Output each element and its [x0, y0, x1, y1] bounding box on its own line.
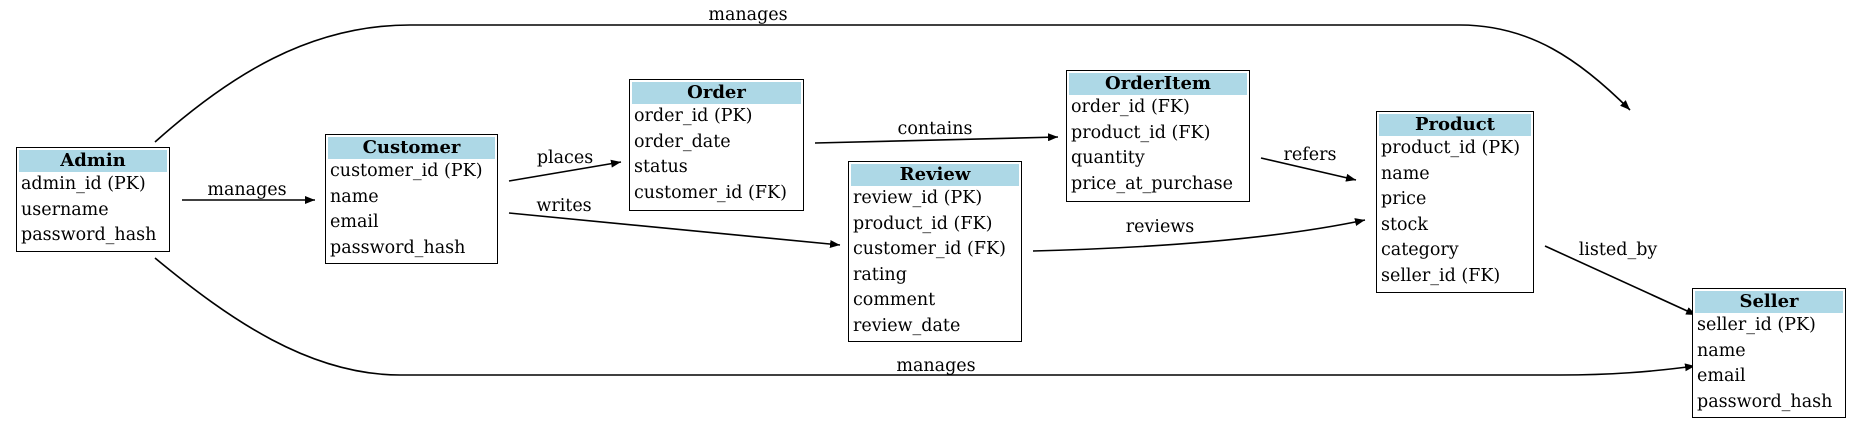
edge-line: [154, 257, 1696, 376]
edge-admin-manages-customer: manages: [182, 180, 315, 204]
entity-field: order_id (PK): [634, 106, 753, 126]
edge-product-listed-by-seller: listed_by: [1544, 240, 1697, 316]
entity-field: admin_id (PK): [21, 174, 146, 194]
edge-review-reviews-product: reviews: [1032, 217, 1366, 252]
edge-orderitem-refers-product: refers: [1260, 145, 1357, 182]
entity-title: Seller: [1695, 291, 1843, 313]
entity-field: password_hash: [21, 225, 157, 245]
edge-line: [814, 133, 1059, 144]
entity-product[interactable]: Product product_id (PK) name price stock…: [1376, 111, 1534, 293]
entity-customer[interactable]: Customer customer_id (PK) name email pas…: [325, 134, 498, 264]
entity-field: seller_id (PK): [1697, 315, 1816, 335]
entity-title: Product: [1379, 114, 1531, 136]
edge-customer-places-order: places: [508, 148, 622, 182]
entity-field: customer_id (FK): [853, 239, 1006, 259]
edge-label-reviews: reviews: [1126, 217, 1195, 237]
edge-line: [508, 159, 622, 182]
entity-field: username: [21, 199, 109, 220]
entity-fields: seller_id (PK) name email password_hash: [1695, 313, 1843, 415]
entity-title: Admin: [19, 150, 167, 172]
entity-field: seller_id (FK): [1381, 265, 1501, 286]
entity-field: order_date: [634, 131, 731, 152]
entity-orderitem[interactable]: OrderItem order_id (FK) product_id (FK) …: [1066, 70, 1250, 202]
entity-field: name: [1381, 163, 1430, 184]
entity-fields: review_id (PK) product_id (FK) customer_…: [851, 186, 1019, 339]
entity-order[interactable]: Order order_id (PK) order_date status cu…: [629, 79, 804, 211]
edge-label-contains: contains: [898, 119, 973, 139]
entity-field: category: [1381, 240, 1459, 260]
entity-field: customer_id (PK): [330, 161, 483, 181]
entity-review[interactable]: Review review_id (PK) product_id (FK) cu…: [848, 161, 1022, 342]
edge-label-manages: manages: [207, 180, 286, 200]
entity-field: quantity: [1071, 148, 1145, 168]
entity-title: Review: [851, 164, 1019, 186]
edge-line: [508, 212, 841, 249]
entity-field: name: [1697, 340, 1746, 361]
edge-line: [1032, 218, 1366, 252]
entity-field: email: [330, 212, 379, 232]
entity-field: price_at_purchase: [1071, 173, 1233, 194]
entity-field: product_id (FK): [1071, 122, 1211, 143]
edge-line: [1260, 157, 1357, 182]
entity-field: product_id (FK): [853, 213, 993, 234]
edge-line: [154, 24, 1631, 143]
entity-field: status: [634, 157, 688, 177]
entity-fields: order_id (PK) order_date status customer…: [632, 104, 801, 206]
entity-field: password_hash: [1697, 391, 1833, 412]
entity-field: name: [330, 186, 379, 207]
entity-field: product_id (PK): [1381, 138, 1521, 158]
edge-admin-manages-product: manages: [154, 5, 1631, 143]
entity-title: Customer: [328, 137, 495, 159]
entity-fields: product_id (PK) name price stock categor…: [1379, 136, 1531, 289]
entity-seller[interactable]: Seller seller_id (PK) name email passwor…: [1692, 288, 1846, 418]
entity-field: order_id (FK): [1071, 97, 1190, 117]
edge-label-manages: manages: [896, 356, 975, 376]
edge-order-contains-orderitem: contains: [814, 119, 1059, 144]
entity-admin[interactable]: Admin admin_id (PK) username password_ha…: [16, 147, 170, 252]
entity-field: review_date: [853, 315, 961, 336]
entity-fields: admin_id (PK) username password_hash: [19, 172, 167, 249]
edge-admin-manages-seller: manages: [154, 257, 1696, 376]
entity-title: OrderItem: [1069, 73, 1247, 95]
entity-fields: customer_id (PK) name email password_has…: [328, 159, 495, 261]
entity-field: password_hash: [330, 237, 466, 258]
entity-field: rating: [853, 264, 907, 285]
entity-field: review_id (PK): [853, 188, 983, 208]
entity-fields: order_id (FK) product_id (FK) quantity p…: [1069, 95, 1247, 197]
edge-label-manages: manages: [708, 5, 787, 25]
edge-customer-writes-review: writes: [508, 196, 841, 249]
entity-field: price: [1381, 189, 1427, 209]
entity-field: stock: [1381, 214, 1428, 235]
edge-label-listed-by: listed_by: [1579, 240, 1658, 260]
edge-label-places: places: [537, 148, 593, 168]
edge-label-writes: writes: [536, 196, 591, 216]
edge-line: [1544, 245, 1697, 316]
edge-label-refers: refers: [1284, 145, 1337, 165]
entity-field: email: [1697, 366, 1746, 386]
entity-field: customer_id (FK): [634, 182, 787, 203]
entity-field: comment: [853, 290, 936, 310]
entity-title: Order: [632, 82, 801, 104]
